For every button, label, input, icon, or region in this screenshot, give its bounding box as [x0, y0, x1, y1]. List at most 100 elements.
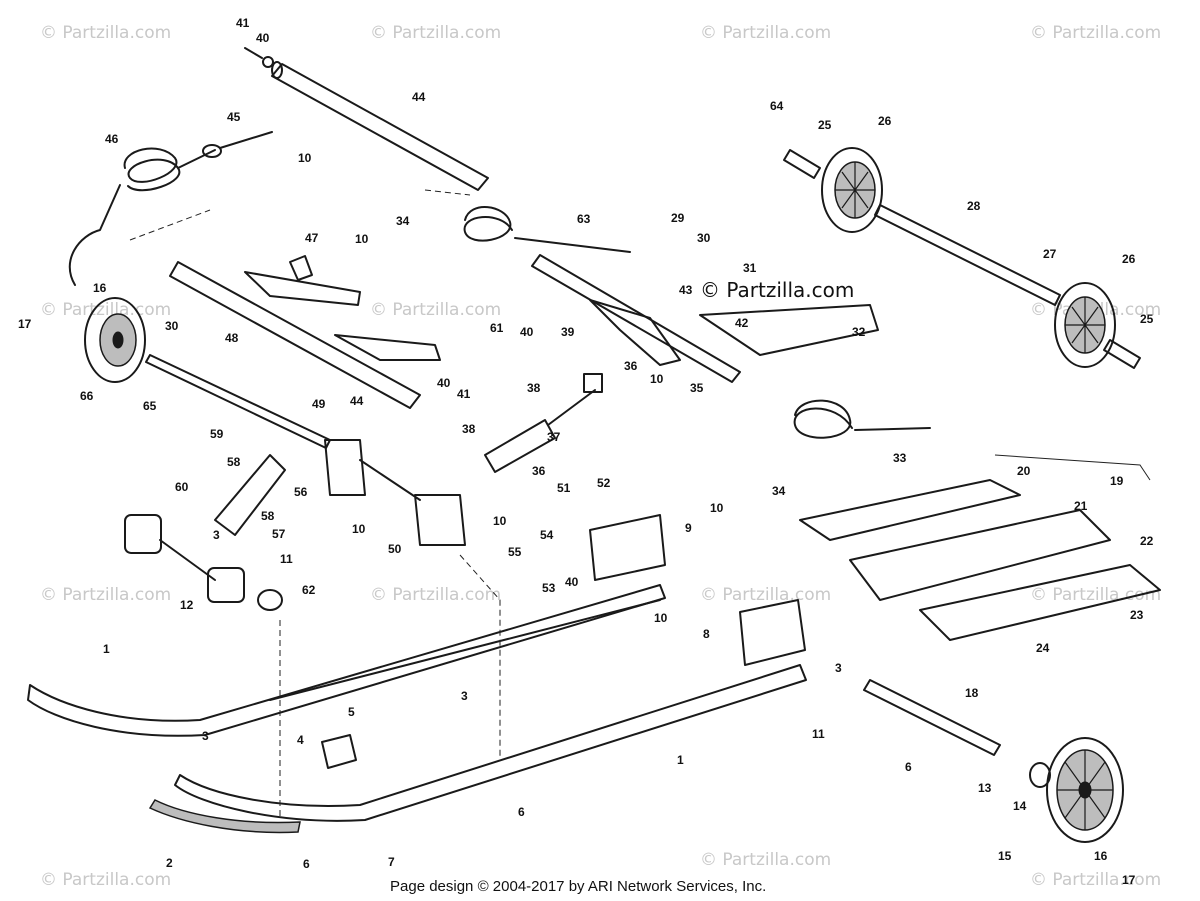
bracket-line-19 — [994, 454, 1151, 481]
callout-26: 26 — [878, 114, 892, 128]
callout-65: 65 — [143, 399, 157, 413]
clip-strip-20 — [799, 479, 1021, 541]
callout-30: 30 — [165, 319, 179, 333]
callout-33: 33 — [893, 451, 907, 465]
slide-rail-1-right — [174, 664, 807, 822]
callout-6: 6 — [905, 760, 912, 774]
watermark: © Partzilla.com — [40, 585, 171, 605]
page-footer: Page design © 2004-2017 by ARI Network S… — [390, 878, 766, 895]
callout-7: 7 — [388, 855, 395, 869]
callout-50: 50 — [388, 542, 402, 556]
callout-22: 22 — [1140, 534, 1154, 548]
arm-32 — [699, 304, 879, 356]
callout-54: 54 — [540, 528, 554, 542]
callout-6: 6 — [303, 857, 310, 871]
callout-40: 40 — [256, 31, 270, 45]
callout-46: 46 — [105, 132, 119, 146]
bracket-8 — [739, 599, 806, 666]
callout-3: 3 — [202, 729, 209, 743]
callout-32: 32 — [852, 325, 866, 339]
watermark: © Partzilla.com — [370, 585, 501, 605]
callout-25: 25 — [1140, 312, 1154, 326]
shock-37 — [484, 373, 603, 473]
reference-lines — [129, 189, 501, 820]
clip-strip-22 — [919, 564, 1161, 641]
callout-8: 8 — [703, 627, 710, 641]
callout-14: 14 — [1013, 799, 1027, 813]
wheel-66 — [84, 297, 146, 383]
callout-17: 17 — [18, 317, 32, 331]
callout-58: 58 — [227, 455, 241, 469]
callout-48: 48 — [225, 331, 239, 345]
callout-labels: 41 40 44 45 46 10 34 10 47 16 17 30 48 6… — [18, 16, 1154, 887]
watermark: © Partzilla.com — [700, 585, 831, 605]
callout-44: 44 — [412, 90, 426, 104]
callout-53: 53 — [542, 581, 556, 595]
link-56 — [214, 454, 286, 536]
callout-4: 4 — [297, 733, 304, 747]
callout-57: 57 — [272, 527, 286, 541]
callout-5: 5 — [348, 705, 355, 719]
callout-36: 36 — [624, 359, 638, 373]
spacer-14 — [1029, 762, 1051, 788]
callout-16: 16 — [1094, 849, 1108, 863]
bracket-9 — [589, 514, 666, 581]
callout-38: 38 — [462, 422, 476, 436]
callout-59: 59 — [210, 427, 224, 441]
clip-strip-21 — [849, 509, 1111, 601]
callout-40: 40 — [520, 325, 534, 339]
callout-17: 17 — [1122, 873, 1136, 887]
callout-11: 11 — [812, 727, 825, 741]
callout-27: 27 — [1043, 247, 1057, 261]
callout-10: 10 — [355, 232, 369, 246]
callout-56: 56 — [294, 485, 308, 499]
spring-63 — [463, 206, 631, 253]
spring-46-left — [68, 147, 216, 286]
callout-43: 43 — [679, 283, 693, 297]
wheel-26-upper — [821, 147, 883, 233]
callout-41: 41 — [236, 16, 250, 30]
callout-13: 13 — [978, 781, 992, 795]
callout-40: 40 — [565, 575, 579, 589]
bracket-50 — [324, 439, 466, 546]
shaft-44-top — [271, 61, 489, 191]
callout-45: 45 — [227, 110, 241, 124]
callout-6: 6 — [518, 805, 525, 819]
callout-10: 10 — [352, 522, 366, 536]
callout-29: 29 — [671, 211, 685, 225]
callout-10: 10 — [650, 372, 664, 386]
callout-42: 42 — [735, 316, 749, 330]
arm-48 — [169, 255, 441, 409]
callout-62: 62 — [302, 583, 316, 597]
callout-25: 25 — [818, 118, 832, 132]
wheel-26-lower — [1054, 282, 1116, 368]
slide-rail-1-left — [27, 584, 666, 737]
callout-30: 30 — [697, 231, 711, 245]
watermark: © Partzilla.com — [40, 870, 171, 890]
callout-21: 21 — [1074, 499, 1088, 513]
callout-39: 39 — [561, 325, 575, 339]
shaft-35 — [531, 254, 741, 383]
callout-35: 35 — [690, 381, 704, 395]
axle-28 — [874, 204, 1061, 306]
watermark: © Partzilla.com — [1030, 870, 1161, 890]
callout-12: 12 — [180, 598, 194, 612]
callout-64: 64 — [770, 99, 784, 113]
callout-47: 47 — [305, 231, 319, 245]
block-5 — [321, 734, 357, 769]
partzilla-brand-mark: © Partzilla.com — [700, 278, 854, 302]
callout-23: 23 — [1130, 608, 1144, 622]
callout-61: 61 — [490, 321, 504, 335]
bolt-41-top — [244, 47, 274, 68]
bracket-12 — [124, 514, 283, 611]
axle-65 — [145, 354, 331, 449]
watermark: © Partzilla.com — [700, 850, 831, 870]
watermark: © Partzilla.com — [1030, 23, 1161, 43]
callout-36: 36 — [532, 464, 546, 478]
callout-1: 1 — [677, 753, 684, 767]
callout-10: 10 — [710, 501, 724, 515]
callout-3: 3 — [835, 661, 842, 675]
callout-66: 66 — [80, 389, 94, 403]
callout-55: 55 — [508, 545, 522, 559]
callout-31: 31 — [743, 261, 757, 275]
